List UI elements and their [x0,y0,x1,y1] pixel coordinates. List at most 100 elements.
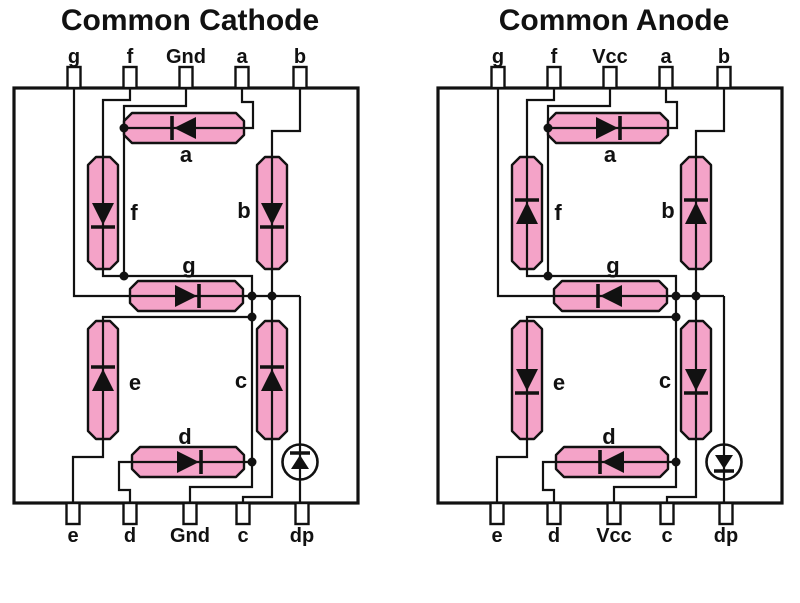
diagram-title: Common Anode [499,4,730,37]
segment-label-b: b [237,198,250,223]
junction-dot [543,123,553,133]
wire-pin-d [541,460,676,503]
wire-pin-g [72,88,130,298]
diode-g-icon [600,285,622,307]
wire-pin-f [101,88,132,278]
diagram-common-cathode: Common Cathode g f Gnd a b [0,0,376,603]
wire-common-bottom [612,462,678,503]
junction-dot [119,123,129,133]
pin-top-vcc [602,65,618,90]
segment-label-c: c [659,368,671,393]
wire-common-rail [548,274,678,462]
pin-label-bottom-gnd: Gnd [170,525,210,547]
pin-top-b [716,65,732,90]
pin-bottom-vcc [606,501,622,526]
diode-dp-icon [291,455,309,469]
wire-common-top [546,88,612,276]
pin-bottom-dp [294,501,310,526]
segment-label-c: c [235,368,247,393]
wire-common-rail [124,274,254,462]
pin-label-bottom-c: c [237,525,248,547]
wire-pin-d [117,460,252,503]
pin-label-top-g: g [68,46,80,68]
diode-g-icon [175,285,197,307]
segment-label-a: a [180,142,193,167]
segment-label-d: d [602,424,615,449]
common-cathode-svg: Common Cathode g f Gnd a b [12,4,360,547]
diode-c-icon [261,369,283,391]
pin-bottom-e [65,501,81,526]
wire-pin-b-and-c [665,88,726,503]
diode-dp-icon [715,455,733,469]
junction-dot [267,291,277,301]
segment-label-a: a [604,142,617,167]
pin-label-bottom-d: d [548,525,560,547]
pin-bottom-d [546,501,562,526]
segment-label-g: g [182,253,195,278]
pin-bottom-e [489,501,505,526]
pin-bottom-c [659,501,675,526]
wire-pin-g [496,88,554,298]
segment-label-b: b [661,198,674,223]
pin-bottom-c [235,501,251,526]
segment-label-e: e [129,370,141,395]
segment-label-d: d [178,424,191,449]
wire-pin-a [240,88,255,130]
junction-dot [247,457,257,467]
junction-dot [691,291,701,301]
pin-top-a [658,65,674,90]
pin-label-top-a: a [236,46,248,68]
wire-pin-e [71,315,252,503]
diode-e-icon [92,369,114,391]
junction-dot [671,312,681,322]
wire-pin-e [495,315,676,503]
pin-bottom-gnd [182,501,198,526]
pin-label-bottom-dp: dp [290,525,314,547]
wire-pin-a [664,88,679,130]
pin-label-top-a: a [660,46,672,68]
pin-label-bottom-e: e [67,525,78,547]
common-anode-svg: Common Anode g f Vcc a b [436,4,784,547]
pin-label-bottom-dp: dp [714,525,738,547]
junction-dot [671,457,681,467]
pin-label-top-b: b [718,46,730,68]
pin-label-top-f: f [127,46,134,68]
pin-top-b [292,65,308,90]
pin-label-top-f: f [551,46,558,68]
wire-pin-b-and-c [241,88,302,503]
pin-top-f [546,65,562,90]
junction-dot [247,291,257,301]
diode-a-icon [596,117,618,139]
diode-d-icon [602,451,624,473]
segment-label-e: e [553,370,565,395]
diagram-title: Common Cathode [61,4,319,37]
pin-top-gnd [178,65,194,90]
diode-f-icon [516,202,538,224]
pin-label-bottom-d: d [124,525,136,547]
diagram-common-anode: Common Anode g f Vcc a b [424,0,800,603]
pin-label-bottom-c: c [661,525,672,547]
pin-label-top-b: b [294,46,306,68]
diode-f-icon [92,203,114,225]
pin-top-g [66,65,82,90]
diode-c-icon [685,369,707,391]
junction-dot [247,312,257,322]
wire-common-bottom [188,462,254,503]
wire-pin-f [525,88,556,278]
pin-top-g [490,65,506,90]
wire-common-top [122,88,188,276]
segment-label-f: f [130,200,138,225]
diode-a-icon [174,117,196,139]
junction-dot [671,291,681,301]
diode-b-icon [261,203,283,225]
pin-label-bottom-vcc: Vcc [596,525,632,547]
pin-label-top-gnd: Gnd [166,46,206,68]
pin-label-bottom-e: e [491,525,502,547]
pin-top-f [122,65,138,90]
junction-dot [119,271,129,281]
pin-bottom-d [122,501,138,526]
junction-dot [543,271,553,281]
pin-label-top-vcc: Vcc [592,46,628,68]
pin-label-top-g: g [492,46,504,68]
